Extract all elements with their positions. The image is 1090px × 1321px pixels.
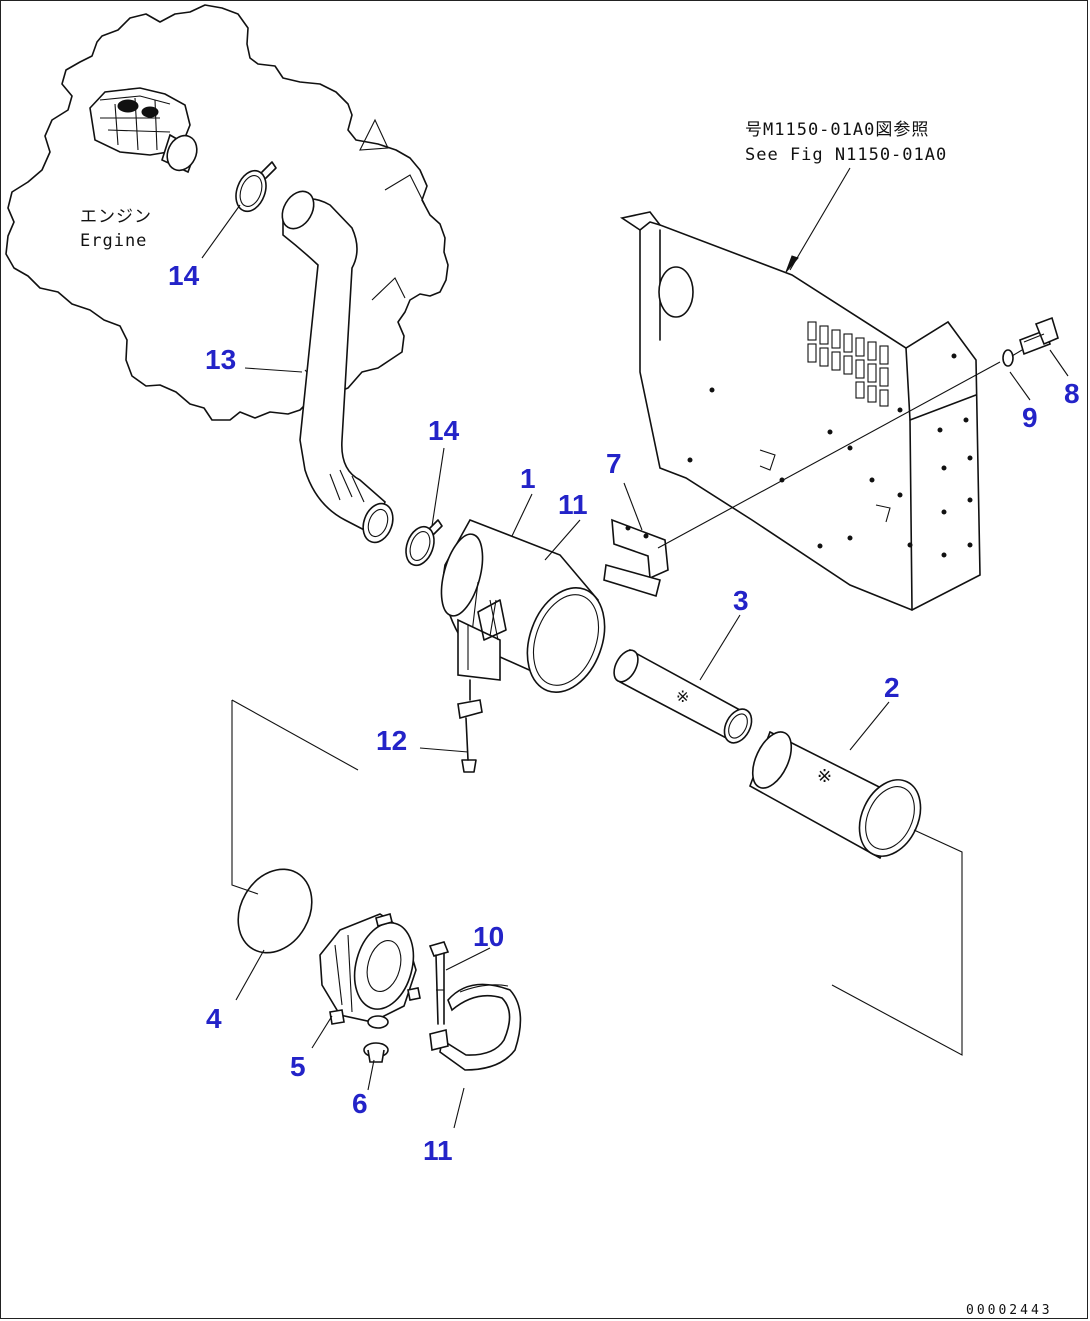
leader-lines	[201, 167, 1069, 1129]
callout-8: 8	[1064, 378, 1080, 409]
seal-ring	[237, 868, 313, 954]
dust-indicator	[457, 679, 483, 773]
callout-2: 2	[884, 672, 900, 703]
engine-label-en: Ergine	[80, 231, 147, 251]
callout-7: 7	[606, 448, 622, 479]
callout-9: 9	[1022, 402, 1038, 433]
reference-note-ja: 号M1150-01A0図参照	[745, 120, 929, 140]
air-hose	[281, 190, 394, 544]
hose-clamp-lower	[405, 519, 443, 567]
callout-14-upper: 14	[168, 260, 200, 291]
callout-6: 6	[352, 1088, 368, 1119]
callout-13: 13	[205, 344, 236, 375]
callout-1: 1	[520, 463, 536, 494]
svg-text:※: ※	[817, 766, 832, 787]
outer-filter-element: ※	[749, 730, 922, 860]
washer	[1002, 349, 1014, 367]
engine-label-ja: エンジン	[80, 207, 152, 227]
bolt	[1019, 316, 1059, 356]
mounting-bracket	[603, 518, 669, 598]
end-cover	[319, 913, 421, 1029]
reference-note-en: See Fig N1150-01A0	[745, 145, 947, 165]
hose-clamp-upper	[235, 161, 277, 213]
callout-11-lower: 11	[423, 1135, 453, 1166]
engine-outline	[5, 4, 449, 421]
callout-10: 10	[473, 921, 504, 952]
callout-12: 12	[376, 725, 407, 756]
clamp-bolt	[428, 941, 450, 1025]
callout-3: 3	[733, 585, 749, 616]
mounting-panel	[619, 211, 981, 611]
band-clamp	[429, 983, 522, 1071]
svg-text:※: ※	[676, 687, 689, 706]
callout-14-lower: 14	[428, 415, 460, 446]
callout-5: 5	[290, 1051, 306, 1082]
inner-filter-element: ※	[613, 648, 753, 744]
drawing-code: 00002443	[966, 1303, 1053, 1318]
air-cleaner-body	[440, 519, 606, 694]
evacuator-valve	[363, 1042, 389, 1063]
callout-4: 4	[206, 1003, 222, 1034]
callout-11-upper: 11	[558, 489, 588, 520]
assembly-lines	[231, 349, 1023, 1056]
